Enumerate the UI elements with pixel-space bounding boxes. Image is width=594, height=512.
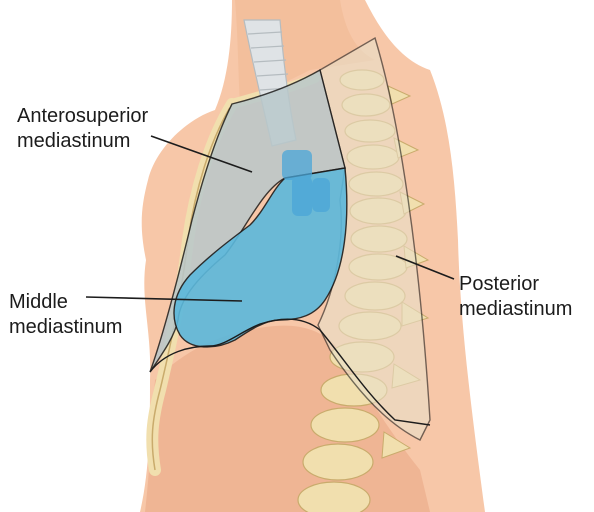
middle-mediastinum-label: Middle mediastinum (9, 290, 122, 340)
middle-label-line1: Middle (9, 291, 68, 313)
middle-label-line2: mediastinum (9, 316, 122, 338)
anterosuperior-label-line1: Anterosuperior (17, 105, 148, 127)
anterosuperior-label-line2: mediastinum (17, 130, 130, 152)
posterior-label-line2: mediastinum (459, 298, 572, 320)
posterior-label-line1: Posterior (459, 273, 539, 295)
anterosuperior-mediastinum-label: Anterosuperior mediastinum (17, 104, 148, 154)
posterior-mediastinum-label: Posterior mediastinum (459, 272, 572, 322)
